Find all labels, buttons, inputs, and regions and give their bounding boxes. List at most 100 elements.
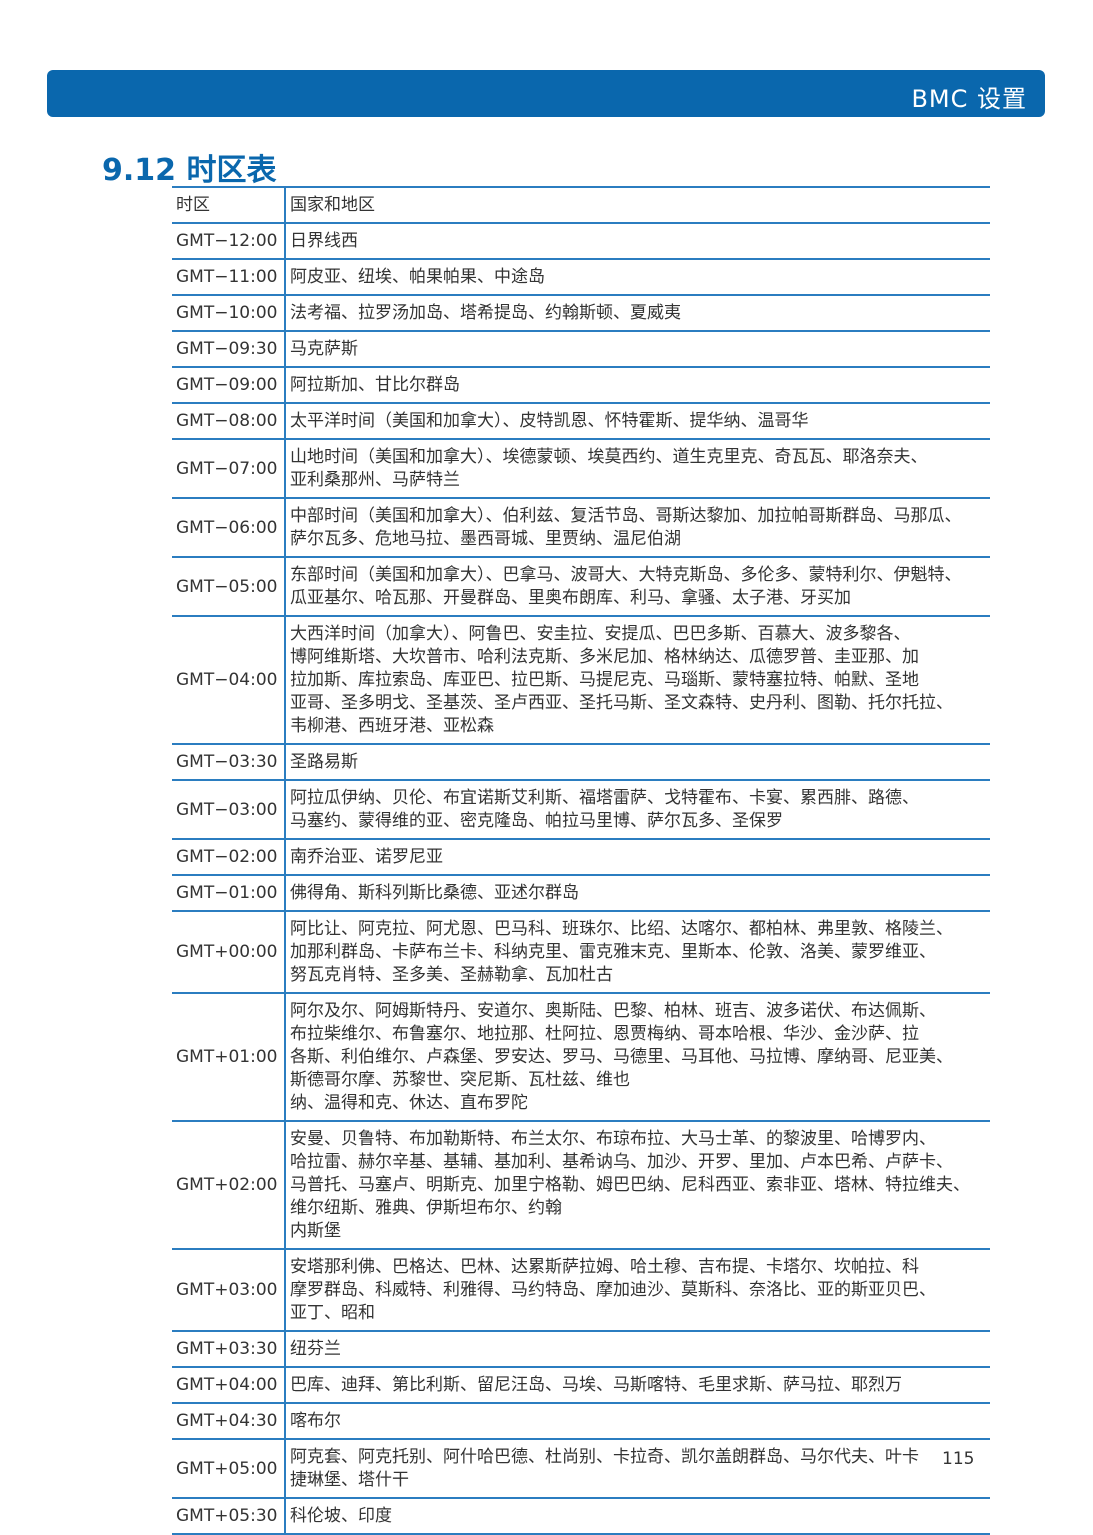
timezone-cell: GMT+02:00 <box>172 1121 286 1250</box>
timezone-cell: GMT−11:00 <box>172 259 286 296</box>
regions-cell: 山地时间（美国和加拿大）、埃德蒙顿、埃莫西约、道生克里克、奇瓦瓦、耶洛奈夫、亚利… <box>285 439 990 499</box>
regions-line: 亚利桑那州、马萨特兰 <box>290 470 460 490</box>
regions-line: 阿尔及尔、阿姆斯特丹、安道尔、奥斯陆、巴黎、柏林、班吉、波多诺伏、布达佩斯、 <box>290 1001 936 1021</box>
timezone-cell: GMT−09:00 <box>172 367 286 404</box>
timezone-cell: GMT−04:00 <box>172 616 286 745</box>
page-title: 9.12 时区表 <box>102 153 277 188</box>
regions-cell: 阿比让、阿克拉、阿尤恩、巴马科、班珠尔、比绍、达喀尔、都柏林、弗里敦、格陵兰、加… <box>285 911 990 994</box>
regions-line: 博阿维斯塔、大坎普市、哈利法克斯、多米尼加、格林纳达、瓜德罗普、圭亚那、加 <box>290 647 919 667</box>
regions-cell: 安塔那利佛、巴格达、巴林、达累斯萨拉姆、哈土穆、吉布提、卡塔尔、坎帕拉、科摩罗群… <box>285 1249 990 1332</box>
timezone-cell: GMT+03:00 <box>172 1249 286 1332</box>
regions-cell: 马克萨斯 <box>285 331 990 368</box>
timezone-cell: GMT−03:00 <box>172 780 286 840</box>
regions-line: 阿拉瓜伊纳、贝伦、布宜诺斯艾利斯、福塔雷萨、戈特霍布、卡宴、累西腓、路德、 <box>290 788 919 808</box>
regions-cell: 阿克套、阿克托别、阿什哈巴德、杜尚别、卡拉奇、凯尔盖朗群岛、马尔代夫、叶卡捷琳堡… <box>285 1439 990 1499</box>
regions-cell: 安曼、贝鲁特、布加勒斯特、布兰太尔、布琼布拉、大马士革、的黎波里、哈博罗内、哈拉… <box>285 1121 990 1250</box>
timezone-cell: GMT−09:30 <box>172 331 286 368</box>
table-header-row: 时区 国家和地区 <box>172 187 990 224</box>
timezone-cell: GMT−03:30 <box>172 744 286 781</box>
regions-line: 圣路易斯 <box>290 752 358 772</box>
regions-line: 捷琳堡、塔什干 <box>290 1470 409 1490</box>
timezone-cell: GMT−07:00 <box>172 439 286 499</box>
regions-line: 中部时间（美国和加拿大）、伯利兹、复活节岛、哥斯达黎加、加拉帕哥斯群岛、马那瓜、 <box>290 506 962 526</box>
regions-line: 亚哥、圣多明戈、圣基茨、圣卢西亚、圣托马斯、圣文森特、史丹利、图勒、托尔托拉、 <box>290 693 953 713</box>
regions-cell: 阿拉瓜伊纳、贝伦、布宜诺斯艾利斯、福塔雷萨、戈特霍布、卡宴、累西腓、路德、马塞约… <box>285 780 990 840</box>
timezone-cell: GMT−02:00 <box>172 839 286 876</box>
regions-line: 加那利群岛、卡萨布兰卡、科纳克里、雷克雅末克、里斯本、伦敦、洛美、蒙罗维亚、 <box>290 942 936 962</box>
regions-line: 阿拉斯加、甘比尔群岛 <box>290 375 460 395</box>
regions-cell: 太平洋时间（美国和加拿大）、皮特凯恩、怀特霍斯、提华纳、温哥华 <box>285 403 990 440</box>
timezone-cell: GMT+05:30 <box>172 1498 286 1535</box>
regions-line: 拉加斯、库拉索岛、库亚巴、拉巴斯、马提尼克、马瑙斯、蒙特塞拉特、帕默、圣地 <box>290 670 919 690</box>
regions-cell: 日界线西 <box>285 223 990 260</box>
regions-line: 摩罗群岛、科威特、利雅得、马约特岛、摩加迪沙、莫斯科、奈洛比、亚的斯亚贝巴、 <box>290 1280 936 1300</box>
timezone-cell: GMT+04:00 <box>172 1367 286 1404</box>
page-number: 115 <box>942 1449 975 1469</box>
regions-line: 法考福、拉罗汤加岛、塔希提岛、约翰斯顿、夏威夷 <box>290 303 681 323</box>
timezone-cell: GMT−01:00 <box>172 875 286 912</box>
regions-line: 纳、温得和克、休达、直布罗陀 <box>290 1093 528 1113</box>
regions-cell: 南乔治亚、诺罗尼亚 <box>285 839 990 876</box>
timezone-cell: GMT−06:00 <box>172 498 286 558</box>
regions-line: 日界线西 <box>290 231 358 251</box>
regions-cell: 大西洋时间（加拿大）、阿鲁巴、安圭拉、安提瓜、巴巴多斯、百慕大、波多黎各、博阿维… <box>285 616 990 745</box>
regions-cell: 东部时间（美国和加拿大）、巴拿马、波哥大、大特克斯岛、多伦多、蒙特利尔、伊魁特、… <box>285 557 990 617</box>
regions-cell: 喀布尔 <box>285 1403 990 1440</box>
timezone-cell: GMT+01:00 <box>172 993 286 1122</box>
regions-line: 努瓦克肖特、圣多美、圣赫勒拿、瓦加杜古 <box>290 965 613 985</box>
regions-cell: 圣路易斯 <box>285 744 990 781</box>
regions-line: 东部时间（美国和加拿大）、巴拿马、波哥大、大特克斯岛、多伦多、蒙特利尔、伊魁特、 <box>290 565 962 585</box>
timezone-cell: GMT−12:00 <box>172 223 286 260</box>
regions-line: 佛得角、斯科列斯比桑德、亚述尔群岛 <box>290 883 579 903</box>
regions-cell: 中部时间（美国和加拿大）、伯利兹、复活节岛、哥斯达黎加、加拉帕哥斯群岛、马那瓜、… <box>285 498 990 558</box>
regions-line: 韦柳港、西班牙港、亚松森 <box>290 716 494 736</box>
section-header-bar: BMC 设置 <box>47 70 1045 117</box>
regions-line: 山地时间（美国和加拿大）、埃德蒙顿、埃莫西约、道生克里克、奇瓦瓦、耶洛奈夫、 <box>290 447 928 467</box>
regions-line: 阿皮亚、纽埃、帕果帕果、中途岛 <box>290 267 545 287</box>
regions-line: 阿克套、阿克托别、阿什哈巴德、杜尚别、卡拉奇、凯尔盖朗群岛、马尔代夫、叶卡 <box>290 1447 919 1467</box>
timezone-cell: GMT−05:00 <box>172 557 286 617</box>
regions-line: 马克萨斯 <box>290 339 358 359</box>
timezone-cell: GMT+03:30 <box>172 1331 286 1368</box>
regions-line: 巴库、迪拜、第比利斯、留尼汪岛、马埃、马斯喀特、毛里求斯、萨马拉、耶烈万 <box>290 1375 902 1395</box>
regions-line: 萨尔瓦多、危地马拉、墨西哥城、里贾纳、温尼伯湖 <box>290 529 681 549</box>
regions-cell: 阿拉斯加、甘比尔群岛 <box>285 367 990 404</box>
regions-line: 亚丁、昭和 <box>290 1303 375 1323</box>
regions-line: 内斯堡 <box>290 1221 341 1241</box>
regions-line: 各斯、利伯维尔、卢森堡、罗安达、罗马、马德里、马耳他、马拉博、摩纳哥、尼亚美、 <box>290 1047 953 1067</box>
timezone-cell: GMT+00:00 <box>172 911 286 994</box>
regions-line: 阿比让、阿克拉、阿尤恩、巴马科、班珠尔、比绍、达喀尔、都柏林、弗里敦、格陵兰、 <box>290 919 953 939</box>
regions-line: 科伦坡、印度 <box>290 1506 392 1526</box>
column-header-timezone: 时区 <box>172 187 286 224</box>
regions-line: 马塞约、蒙得维的亚、密克隆岛、帕拉马里博、萨尔瓦多、圣保罗 <box>290 811 783 831</box>
regions-line: 哈拉雷、赫尔辛基、基辅、基加利、基希讷乌、加沙、开罗、里加、卢本巴希、卢萨卡、 <box>290 1152 953 1172</box>
regions-cell: 阿尔及尔、阿姆斯特丹、安道尔、奥斯陆、巴黎、柏林、班吉、波多诺伏、布达佩斯、布拉… <box>285 993 990 1122</box>
timezone-cell: GMT+05:00 <box>172 1439 286 1499</box>
regions-line: 安塔那利佛、巴格达、巴林、达累斯萨拉姆、哈土穆、吉布提、卡塔尔、坎帕拉、科 <box>290 1257 919 1277</box>
regions-line: 布拉柴维尔、布鲁塞尔、地拉那、杜阿拉、恩贾梅纳、哥本哈根、华沙、金沙萨、拉 <box>290 1024 919 1044</box>
regions-cell: 阿皮亚、纽埃、帕果帕果、中途岛 <box>285 259 990 296</box>
regions-cell: 佛得角、斯科列斯比桑德、亚述尔群岛 <box>285 875 990 912</box>
timezone-cell: GMT−10:00 <box>172 295 286 332</box>
